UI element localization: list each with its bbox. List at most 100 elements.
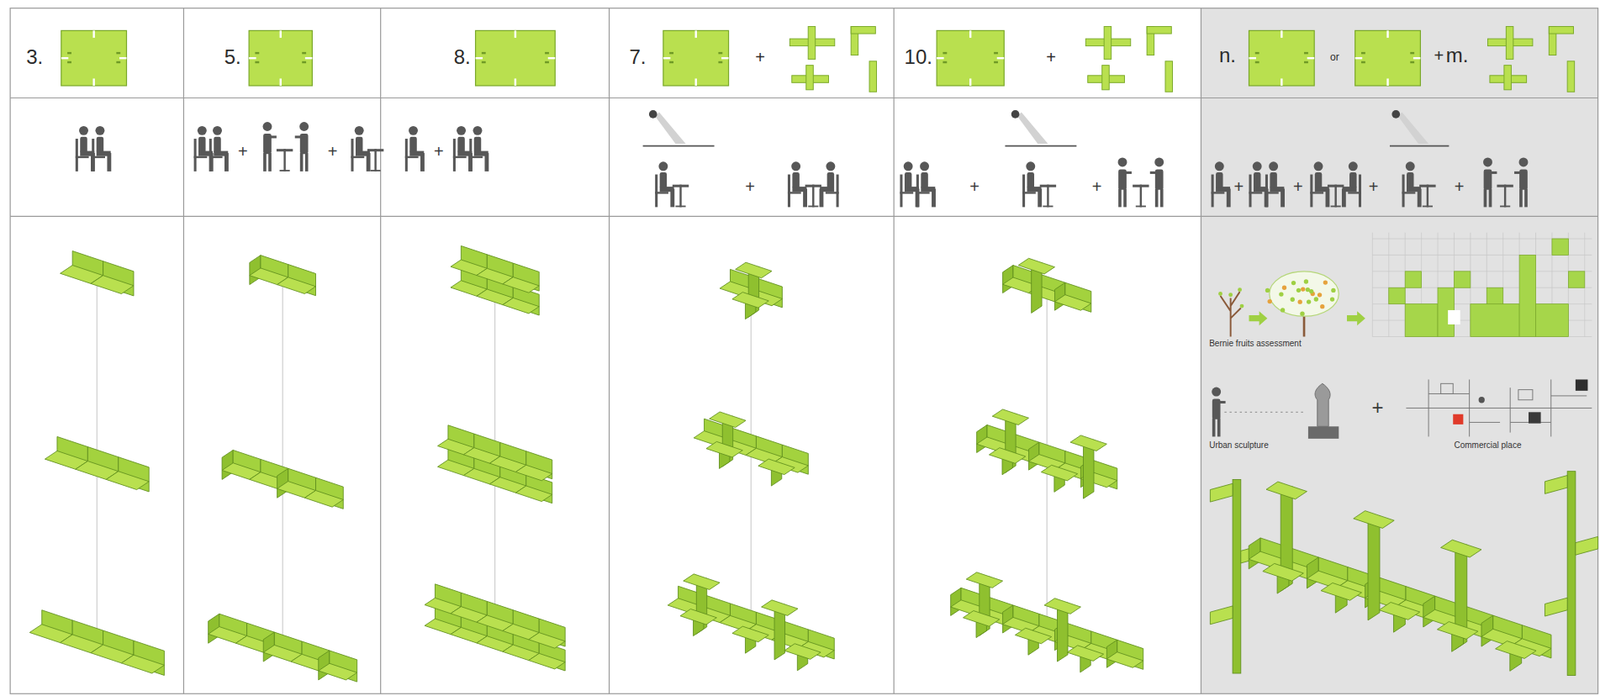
module-panel bbox=[515, 485, 552, 502]
table-icon bbox=[374, 148, 376, 172]
plus-sign: + bbox=[744, 178, 756, 196]
module-panel bbox=[988, 448, 1025, 465]
growth-sketches bbox=[1306, 299, 1311, 304]
connector-pieces bbox=[1548, 26, 1574, 34]
seated-person bbox=[473, 126, 483, 136]
module-tile bbox=[1355, 30, 1421, 86]
module-assembly bbox=[450, 245, 539, 316]
lamp-icon bbox=[643, 110, 715, 146]
plus-sign: + bbox=[1371, 397, 1384, 418]
seated-person bbox=[474, 137, 481, 154]
module-assembly bbox=[693, 411, 808, 486]
table-icon bbox=[1334, 184, 1336, 208]
connector-pieces bbox=[1504, 65, 1511, 90]
table-icon bbox=[1042, 205, 1053, 208]
growth-sketches bbox=[1224, 411, 1306, 413]
module-tile bbox=[254, 61, 259, 64]
module-panel bbox=[732, 292, 769, 309]
module-panel bbox=[1106, 652, 1143, 669]
module-tile bbox=[61, 30, 127, 86]
seated-person bbox=[366, 153, 371, 172]
connector-pieces bbox=[1487, 26, 1574, 93]
growth-sketches bbox=[1330, 288, 1336, 293]
standing-person bbox=[1118, 168, 1127, 190]
header-cell: 8. bbox=[380, 8, 610, 99]
standing-person bbox=[1483, 158, 1493, 168]
seated-person bbox=[350, 126, 370, 172]
growth-sketches bbox=[1291, 280, 1296, 286]
seated-person bbox=[224, 153, 229, 172]
module-assembly bbox=[1003, 258, 1092, 313]
header-cell: 5. bbox=[183, 8, 381, 99]
seated-person bbox=[350, 138, 354, 172]
floor-plan bbox=[1518, 390, 1533, 401]
module-panel bbox=[1040, 464, 1078, 481]
plus-sign: + bbox=[1293, 178, 1304, 196]
growth-sketches bbox=[1218, 291, 1223, 296]
seated-person bbox=[106, 153, 111, 172]
seated-person bbox=[1249, 161, 1269, 207]
seated-person bbox=[453, 156, 467, 159]
growth-sketches bbox=[1575, 536, 1599, 555]
module-tile bbox=[718, 52, 723, 54]
standing-person bbox=[1217, 418, 1221, 438]
module-panel bbox=[1066, 645, 1104, 662]
module-tile bbox=[116, 52, 121, 54]
seated-person bbox=[1027, 172, 1035, 189]
module-tile bbox=[548, 57, 555, 59]
growth-sketches bbox=[1240, 304, 1245, 309]
standing-person bbox=[300, 133, 309, 154]
table-icon bbox=[279, 169, 291, 172]
module-tile bbox=[481, 52, 486, 54]
seated-person bbox=[1215, 172, 1223, 189]
seated-person bbox=[91, 138, 95, 172]
stack-guide bbox=[282, 275, 284, 649]
seated-person bbox=[209, 126, 229, 172]
growth-sketches bbox=[1388, 232, 1389, 338]
standing-person bbox=[1483, 158, 1497, 208]
growth-sketches bbox=[1470, 304, 1520, 338]
floor-plan bbox=[1405, 379, 1592, 437]
count-label: 5. bbox=[224, 47, 242, 68]
standing-person bbox=[263, 153, 267, 172]
module-panel bbox=[1014, 628, 1051, 645]
seated-person bbox=[420, 153, 425, 172]
connector-pieces bbox=[1165, 61, 1173, 92]
module-tile bbox=[514, 78, 517, 85]
module-assembly bbox=[976, 409, 1118, 499]
connector-pieces bbox=[806, 65, 814, 90]
floor-plan bbox=[1441, 383, 1454, 394]
connector-pieces bbox=[850, 26, 876, 34]
seated-person bbox=[198, 137, 206, 154]
table-icon bbox=[1140, 184, 1142, 208]
table-icon bbox=[1499, 205, 1511, 208]
growth-sketches bbox=[1249, 311, 1268, 326]
module-tile bbox=[942, 61, 947, 64]
module-tile bbox=[279, 30, 282, 37]
module-tile bbox=[993, 61, 999, 64]
module-tile bbox=[1255, 52, 1260, 54]
module-panel bbox=[1044, 598, 1081, 615]
count-label: 8. bbox=[454, 47, 471, 68]
count-label: or bbox=[1330, 52, 1340, 63]
seated-person bbox=[916, 191, 930, 194]
module-tile bbox=[969, 30, 972, 37]
growth-sketches bbox=[1220, 291, 1241, 337]
seated-person bbox=[827, 172, 835, 189]
module-tile bbox=[1255, 61, 1260, 64]
seated-person bbox=[654, 174, 658, 208]
plus-sign: + bbox=[1234, 178, 1245, 196]
seated-person bbox=[212, 126, 222, 136]
seated-person bbox=[825, 161, 835, 171]
seated-person bbox=[899, 191, 914, 194]
module-panel bbox=[502, 297, 539, 314]
growth-sketches bbox=[1567, 471, 1576, 676]
module-tile bbox=[475, 30, 556, 86]
seated-person bbox=[1309, 174, 1313, 208]
table-icon bbox=[1327, 184, 1344, 208]
seated-person bbox=[1358, 174, 1362, 208]
seated-person bbox=[469, 126, 489, 172]
module-tile bbox=[305, 57, 312, 59]
module-tile bbox=[301, 61, 307, 64]
